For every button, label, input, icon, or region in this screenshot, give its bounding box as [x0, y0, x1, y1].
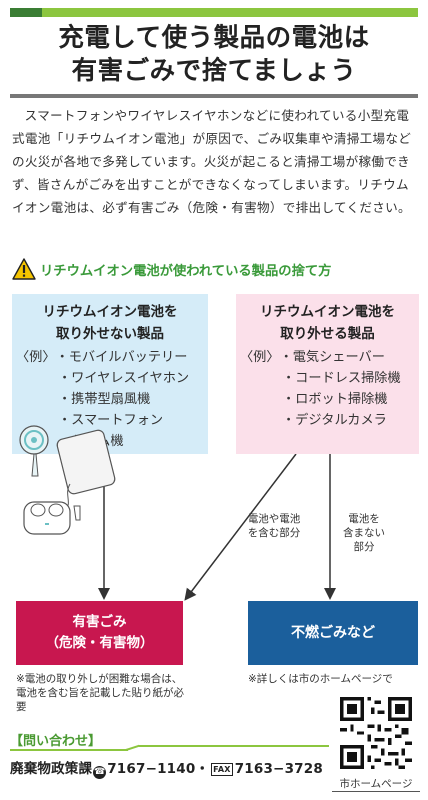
title-line-1: 充電して使う製品の電池は [58, 23, 370, 53]
fax-icon: FAX [211, 763, 233, 776]
arrow-label-line: 電池を [348, 513, 380, 525]
intro-paragraph: スマートフォンやワイヤレスイヤホンなどに使われている小型充電式電池「リチウムイオ… [12, 108, 412, 215]
section-heading: リチウムイオン電池が使われている製品の捨て方 [12, 256, 331, 282]
top-accent-bar [10, 8, 418, 17]
arrow-diagonal [184, 453, 297, 601]
nonburnable-waste-box: 不燃ごみなど [248, 601, 418, 665]
arrow-label-line: を含む部分 [247, 527, 301, 539]
qr-underline [332, 791, 420, 792]
hazardous-sublabel: （危険・有害物） [45, 635, 154, 651]
arrow-label-line: 含まない [343, 527, 385, 539]
nonburnable-label: 不燃ごみなど [291, 625, 375, 641]
arrow-label-line: 電池や電池 [247, 513, 301, 525]
arrow-label-with-battery: 電池や電池 を含む部分 [238, 512, 310, 540]
gadget-illustrations [19, 425, 116, 535]
removable-heading-line1: リチウムイオン電池を [260, 304, 395, 320]
power-bank-icon [56, 429, 116, 511]
removable-heading: リチウムイオン電池を 取り外せる製品 [236, 301, 419, 345]
warning-icon [12, 258, 36, 280]
section-title-text: リチウムイオン電池が使われている製品の捨て方 [40, 263, 332, 279]
example-lead: 〈例〉 [16, 350, 56, 365]
list-item: ・ロボット掃除機 [282, 392, 388, 407]
note-left: ※電池の取り外しが困難な場合は、電池を含む旨を記載した貼り紙が必要 [16, 673, 184, 713]
removable-products-box: リチウムイオン電池を 取り外せる製品 〈例〉 ・電気シェーバー ・コードレス掃除… [236, 294, 419, 454]
hazardous-waste-box: 有害ごみ （危険・有害物） [16, 601, 183, 665]
list-item: ・デジタルカメラ [282, 413, 387, 428]
example-lead: 〈例〉 [240, 350, 280, 365]
list-item: ・ワイヤレスイヤホン [58, 371, 190, 386]
list-item: ・モバイルバッテリー [55, 350, 188, 365]
title-line-2: 有害ごみで捨てましょう [71, 56, 357, 86]
arrow-label-without-battery: 電池を 含まない 部分 [334, 512, 394, 554]
contact-underline [10, 744, 329, 752]
removable-list: 〈例〉 ・電気シェーバー ・コードレス掃除機 ・ロボット掃除機 ・デジタルカメラ [236, 347, 419, 431]
fax-number: 7163−3728 [234, 761, 323, 777]
page-title: 充電して使う製品の電池は 有害ごみで捨てましょう [10, 22, 418, 88]
list-item: ・電気シェーバー [279, 350, 385, 365]
arrow-label-line: 部分 [353, 541, 375, 553]
list-item: ・コードレス掃除機 [282, 371, 401, 386]
non-removable-heading-line2: 取り外せない製品 [56, 326, 164, 342]
hazardous-label: 有害ごみ [72, 614, 127, 630]
contact-heading: 【問い合わせ】 [10, 734, 102, 749]
non-removable-heading: リチウムイオン電池を 取り外せない製品 [12, 301, 208, 345]
title-divider [10, 94, 418, 98]
top-accent-stub [10, 8, 42, 17]
phone-number[interactable]: 7167−1140 [107, 761, 196, 777]
fan-icon [19, 425, 49, 477]
removable-heading-line2: 取り外せる製品 [280, 326, 375, 342]
note-right: ※詳しくは市のホームページで [248, 673, 393, 685]
phone-icon: ☎ [93, 766, 107, 779]
department-name: 廃棄物政策課 [10, 761, 93, 777]
qr-code-icon[interactable] [340, 697, 412, 769]
list-item: ・スマートフォン [58, 413, 164, 428]
contact-separator: ・ [195, 761, 210, 777]
earbuds-icon [23, 501, 81, 535]
non-removable-heading-line1: リチウムイオン電池を [42, 304, 178, 320]
qr-label: 市ホームページ [339, 778, 413, 790]
list-item: ・携帯型扇風機 [58, 392, 151, 407]
